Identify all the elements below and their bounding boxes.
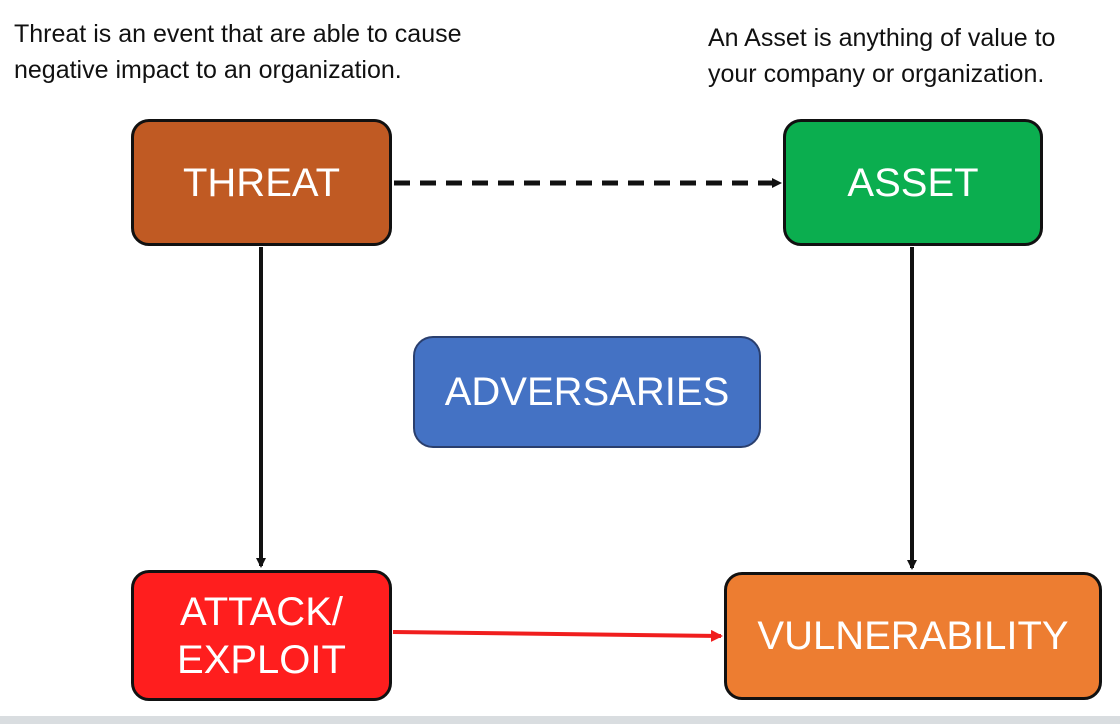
- threat-node-label: THREAT: [182, 160, 341, 205]
- adversaries-node-label: ADVERSARIES: [444, 370, 730, 414]
- asset-node: ASSET: [783, 119, 1043, 246]
- threat-definition-line-1: Threat is an event that are able to caus…: [14, 20, 462, 48]
- attack-exploit-node-label-line-1: ATTACK/: [180, 589, 343, 634]
- threat-definition-line-2: negative impact to an organization.: [14, 56, 402, 84]
- attack-exploit-node-label-line-2: EXPLOIT: [177, 637, 346, 682]
- vulnerability-node-label: VULNERABILITY: [757, 614, 1069, 658]
- threat-node: THREAT: [131, 119, 392, 246]
- asset-definition-line-2: your company or organization.: [708, 60, 1045, 88]
- adversaries-node: ADVERSARIES: [413, 336, 761, 448]
- bottom-divider: [0, 716, 1120, 724]
- threat-definition-note: Threat is an event that are able to caus…: [14, 16, 462, 88]
- asset-definition-note: An Asset is anything of value to your co…: [708, 20, 1055, 92]
- attack-exploit-node: ATTACK/ EXPLOIT: [131, 570, 392, 701]
- asset-definition-line-1: An Asset is anything of value to: [708, 24, 1056, 52]
- asset-node-label: ASSET: [847, 160, 979, 205]
- vulnerability-node: VULNERABILITY: [724, 572, 1102, 700]
- edge-attack-exploit-to-vulnerability: [392, 629, 723, 642]
